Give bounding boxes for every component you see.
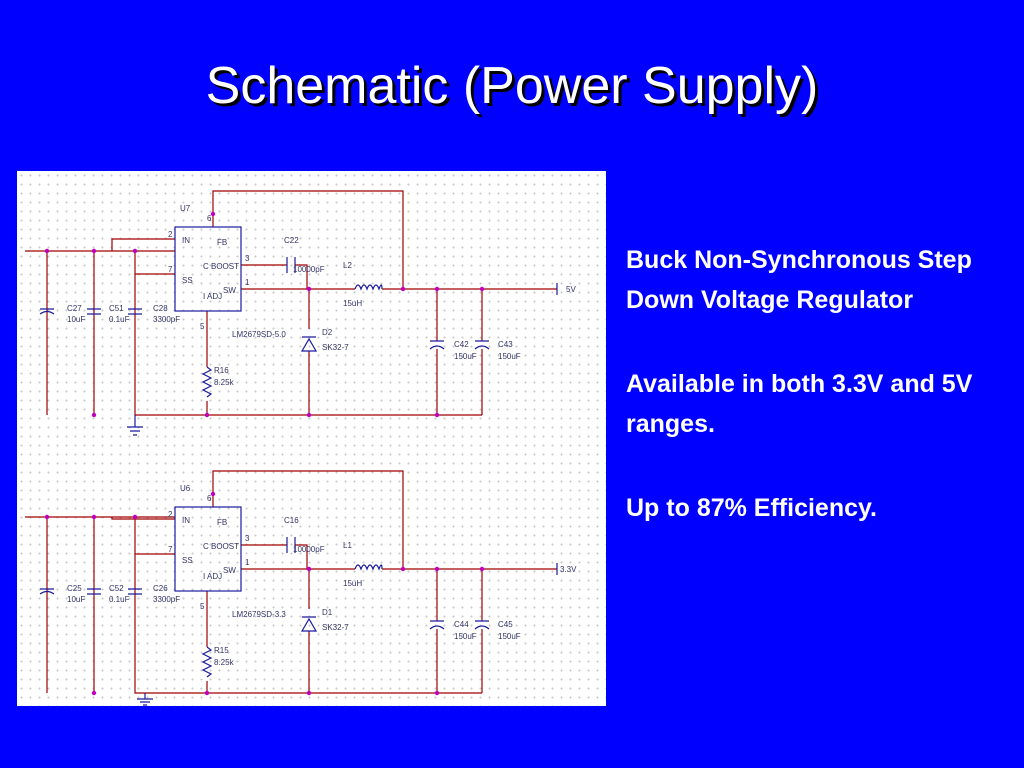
c-out1-ref: C42	[454, 340, 469, 349]
c-out2-ref: C43	[498, 340, 513, 349]
l-ref: L2	[343, 261, 352, 270]
component-wires	[206, 569, 483, 693]
regulator-ic	[174, 226, 242, 312]
input-capacitors	[39, 308, 142, 315]
inductor	[354, 284, 383, 291]
boost-capacitor	[286, 537, 296, 553]
c-in1-val: 10uF	[67, 315, 85, 324]
schematic-svg: U7 IN FB SS C BOOST I ADJ SW 2 6 7 3 1 5…	[25, 190, 577, 706]
d-ref: D2	[322, 328, 333, 337]
pin-5: 5	[200, 322, 205, 331]
pin-cboost: C BOOST	[203, 542, 239, 551]
c-in2-val: 0.1uF	[109, 595, 130, 604]
fb-feedback-wire	[212, 470, 404, 569]
pin-in: IN	[182, 516, 190, 525]
pin-ss: SS	[182, 276, 193, 285]
d-ref: D1	[322, 608, 333, 617]
fb-feedback-wire	[212, 190, 404, 289]
ic-part: LM2679SD-5.0	[232, 330, 286, 339]
pin-1: 1	[245, 278, 250, 287]
input-wires	[25, 238, 482, 416]
pin-7: 7	[168, 545, 173, 554]
c-in1-ref: C27	[67, 304, 82, 313]
pin-fb: FB	[217, 518, 227, 527]
bullet-efficiency: Up to 87% Efficiency.	[626, 494, 877, 522]
c-ss-val: 3300pF	[153, 315, 180, 324]
boost-capacitor	[286, 257, 296, 273]
pin-fb: FB	[217, 238, 227, 247]
c-ss-val: 3300pF	[153, 595, 180, 604]
r-ref: R16	[214, 366, 229, 375]
c-in2-ref: C52	[109, 584, 124, 593]
c-boost-ref: C16	[284, 516, 299, 525]
pin-in: IN	[182, 236, 190, 245]
pin-sw: SW	[223, 286, 236, 295]
component-wires	[206, 289, 483, 415]
c-in1-val: 10uF	[67, 595, 85, 604]
input-capacitors	[39, 588, 142, 595]
schottky-diode	[300, 336, 318, 352]
c-boost-val: 10000pF	[293, 265, 325, 274]
bullet-regulator-type: Buck Non-Synchronous Step Down Voltage R…	[626, 246, 972, 314]
output-voltage-label: 5V	[566, 285, 576, 294]
circuit-5v: U7 IN FB SS C BOOST I ADJ SW 2 6 7 3 1 5…	[25, 190, 576, 436]
c-in1-ref: C25	[67, 584, 82, 593]
l-ref: L1	[343, 541, 352, 550]
r-ref: R15	[214, 646, 229, 655]
power-supply-schematic: U7 IN FB SS C BOOST I ADJ SW 2 6 7 3 1 5…	[17, 171, 606, 706]
c-out1-val: 150uF	[454, 632, 477, 641]
d-val: SK32-7	[322, 343, 349, 352]
ic-ref: U7	[180, 204, 191, 213]
c-out2-ref: C45	[498, 620, 513, 629]
output-capacitors	[429, 620, 490, 630]
ic-part: LM2679SD-3.3	[232, 610, 286, 619]
pin-3: 3	[245, 254, 250, 263]
switch-output-wires	[241, 544, 557, 570]
pin-sw: SW	[223, 566, 236, 575]
slide-title: Schematic (Power Supply)	[205, 57, 819, 115]
pin-6: 6	[207, 214, 212, 223]
pin-7: 7	[168, 265, 173, 274]
ic-ref: U6	[180, 484, 191, 493]
feedback-resistor	[201, 646, 213, 678]
c-out1-ref: C44	[454, 620, 469, 629]
c-out1-val: 150uF	[454, 352, 477, 361]
c-boost-val: 10000pF	[293, 545, 325, 554]
pin-5: 5	[200, 602, 205, 611]
c-in2-val: 0.1uF	[109, 315, 130, 324]
inductor	[354, 564, 383, 571]
d-val: SK32-7	[322, 623, 349, 632]
pin-2: 2	[168, 510, 173, 519]
schottky-diode	[300, 616, 318, 632]
r-val: 8.25k	[214, 658, 235, 667]
c-ss-ref: C28	[153, 304, 168, 313]
pin-6: 6	[207, 494, 212, 503]
regulator-ic	[174, 506, 242, 592]
l-val: 15uH	[343, 299, 362, 308]
c-in2-ref: C51	[109, 304, 124, 313]
pin-ss: SS	[182, 556, 193, 565]
bullet-voltage-ranges: Available in both 3.3V and 5V ranges.	[626, 370, 973, 438]
c-out2-val: 150uF	[498, 632, 521, 641]
circuit-3v3: U6 IN FB SS C BOOST I ADJ SW 2 6 7 3 1 5…	[25, 470, 577, 706]
pin-3: 3	[245, 534, 250, 543]
pin-adj: I ADJ	[203, 572, 222, 581]
c-out2-val: 150uF	[498, 352, 521, 361]
pin-adj: I ADJ	[203, 292, 222, 301]
c-boost-ref: C22	[284, 236, 299, 245]
switch-output-wires	[241, 264, 557, 290]
l-val: 15uH	[343, 579, 362, 588]
c-ss-ref: C26	[153, 584, 168, 593]
pin-1: 1	[245, 558, 250, 567]
ground-symbol	[137, 693, 153, 706]
pin-cboost: C BOOST	[203, 262, 239, 271]
input-wires	[25, 516, 482, 694]
pin-2: 2	[168, 230, 173, 239]
description-text: Buck Non-Synchronous Step Down Voltage R…	[626, 240, 1016, 572]
output-voltage-label: 3.3V	[560, 565, 577, 574]
output-capacitors	[429, 340, 490, 350]
ground-symbol	[127, 415, 143, 436]
r-val: 8.25k	[214, 378, 235, 387]
feedback-resistor	[201, 366, 213, 398]
